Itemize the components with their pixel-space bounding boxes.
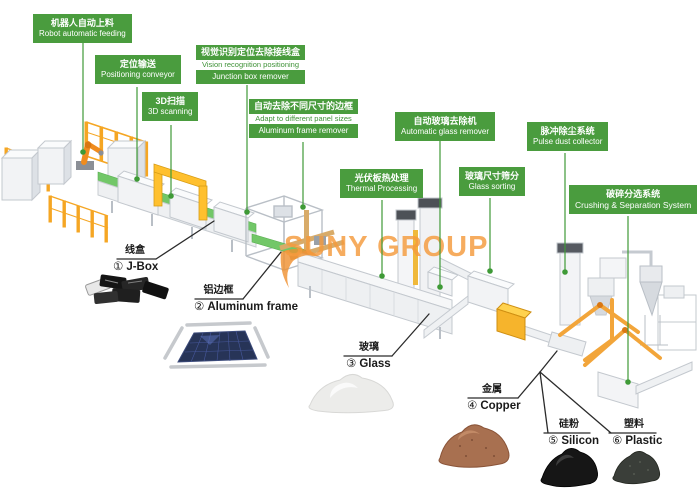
product-glass-pile <box>308 374 394 414</box>
product-label-plastic-en: Plastic <box>625 435 663 447</box>
product-copper-pile <box>438 424 510 468</box>
process-label-crushing-separation-system-en: Crushing & Separation System <box>575 200 692 210</box>
process-label-3d-scanning-zh: 3D扫描 <box>155 96 185 106</box>
process-label-robot-feeding-en: Robot automatic feeding <box>39 29 126 38</box>
product-label-copper-zh: 金属 <box>482 384 502 395</box>
product-label-jbox-zh: 线盒 <box>125 245 145 256</box>
process-label-junction-box-remover: 视觉识别定位去除接线盒 Vision recognition positioni… <box>196 45 306 84</box>
process-label-glass-sorting: 玻璃尺寸筛分 Glass sorting <box>459 167 526 196</box>
process-label-pulse-dust-collector-zh: 脉冲除尘系统 <box>540 126 595 136</box>
product-label-glass-en: Glass <box>359 358 391 370</box>
green-connector-lines <box>80 42 631 385</box>
product-silicon-pile <box>540 448 598 488</box>
feeding-cabinets <box>0 139 147 202</box>
product-label-copper-en: Copper <box>480 400 521 412</box>
product-label-aluminum-frame-number: ② <box>194 301 205 313</box>
watermark-flame-icon <box>280 248 318 288</box>
product-label-jbox-number: ① <box>113 261 124 273</box>
product-label-plastic-number: ⑥ <box>612 435 623 447</box>
product-label-plastic-zh: 塑料 <box>624 419 644 430</box>
process-label-aluminum-frame-remover: 自动去除不同尺寸的边框 Adapt to different panel siz… <box>249 99 359 138</box>
process-label-glass-sorting-zh: 玻璃尺寸筛分 <box>465 171 520 181</box>
process-label-positioning-conveyor: 定位输送 Positioning conveyor <box>95 55 181 84</box>
process-label-robot-feeding: 机器人自动上料 Robot automatic feeding <box>33 14 132 43</box>
process-label-pulse-dust-collector: 脉冲除尘系统 Pulse dust collector <box>527 122 609 151</box>
process-label-positioning-conveyor-zh: 定位输送 <box>119 59 156 69</box>
product-label-aluminum-frame-en: Aluminum frame <box>207 301 299 313</box>
watermark-text: SUNY GROUP <box>284 231 489 263</box>
cyclone-separator <box>622 250 668 346</box>
process-label-automatic-glass-remover-zh: 自动玻璃去除机 <box>413 116 477 126</box>
product-plastic-pile <box>612 451 661 485</box>
product-label-silicon-zh: 硅粉 <box>559 419 579 430</box>
process-label-aluminum-frame-remover-en: Aluminum frame remover <box>249 124 359 138</box>
thermal-oven <box>297 251 453 339</box>
process-label-thermal-processing-zh: 光伏板热处理 <box>354 173 409 183</box>
product-label-silicon-number: ⑤ <box>548 435 559 447</box>
product-jbox-image <box>85 274 169 305</box>
product-label-silicon-en: Silicon <box>561 435 600 447</box>
process-label-crushing-separation-system-zh: 破碎分选系统 <box>606 189 661 199</box>
process-label-glass-sorting-en: Glass sorting <box>468 182 516 191</box>
yellow-crusher <box>496 302 532 341</box>
yellow-pipes <box>558 298 662 367</box>
safety-fence-front <box>48 195 109 243</box>
process-label-crushing-separation-system: 破碎分选系统 Crushing & Separation System <box>569 185 698 214</box>
glass-sorting-machine <box>466 270 516 316</box>
process-label-pulse-dust-collector-en: Pulse dust collector <box>533 137 603 146</box>
process-label-automatic-glass-remover: 自动玻璃去除机 Automatic glass remover <box>395 112 496 141</box>
black-pointer-lines <box>116 220 657 434</box>
product-panel-image <box>163 321 270 369</box>
scanner-gantry <box>153 163 208 221</box>
process-label-thermal-processing: 光伏板热处理 Thermal Processing <box>340 169 424 198</box>
process-label-junction-box-remover-en: Junction box remover <box>196 70 306 84</box>
process-label-aluminum-frame-remover-zh: 自动去除不同尺寸的边框 <box>249 99 359 114</box>
process-label-junction-box-remover-sub: Vision recognition positioning <box>196 60 306 70</box>
product-label-jbox-en: J-Box <box>126 261 159 273</box>
product-label-copper-number: ④ <box>467 400 478 412</box>
product-label-glass-zh: 玻璃 <box>359 342 379 353</box>
product-label-glass-number: ③ <box>346 358 357 370</box>
process-label-3d-scanning: 3D扫描 3D scanning <box>142 92 199 121</box>
feeding-robot-arm <box>76 141 104 170</box>
process-label-aluminum-frame-remover-sub: Adapt to different panel sizes <box>249 114 359 124</box>
product-label-aluminum-frame-zh: 铝边框 <box>203 285 234 296</box>
process-label-robot-feeding-zh: 机器人自动上料 <box>50 18 114 28</box>
process-label-junction-box-remover-zh: 视觉识别定位去除接线盒 <box>196 45 306 60</box>
process-label-positioning-conveyor-en: Positioning conveyor <box>101 70 175 79</box>
process-label-3d-scanning-en: 3D scanning <box>148 107 193 116</box>
process-label-automatic-glass-remover-en: Automatic glass remover <box>401 127 490 136</box>
process-label-thermal-processing-en: Thermal Processing <box>346 184 418 193</box>
